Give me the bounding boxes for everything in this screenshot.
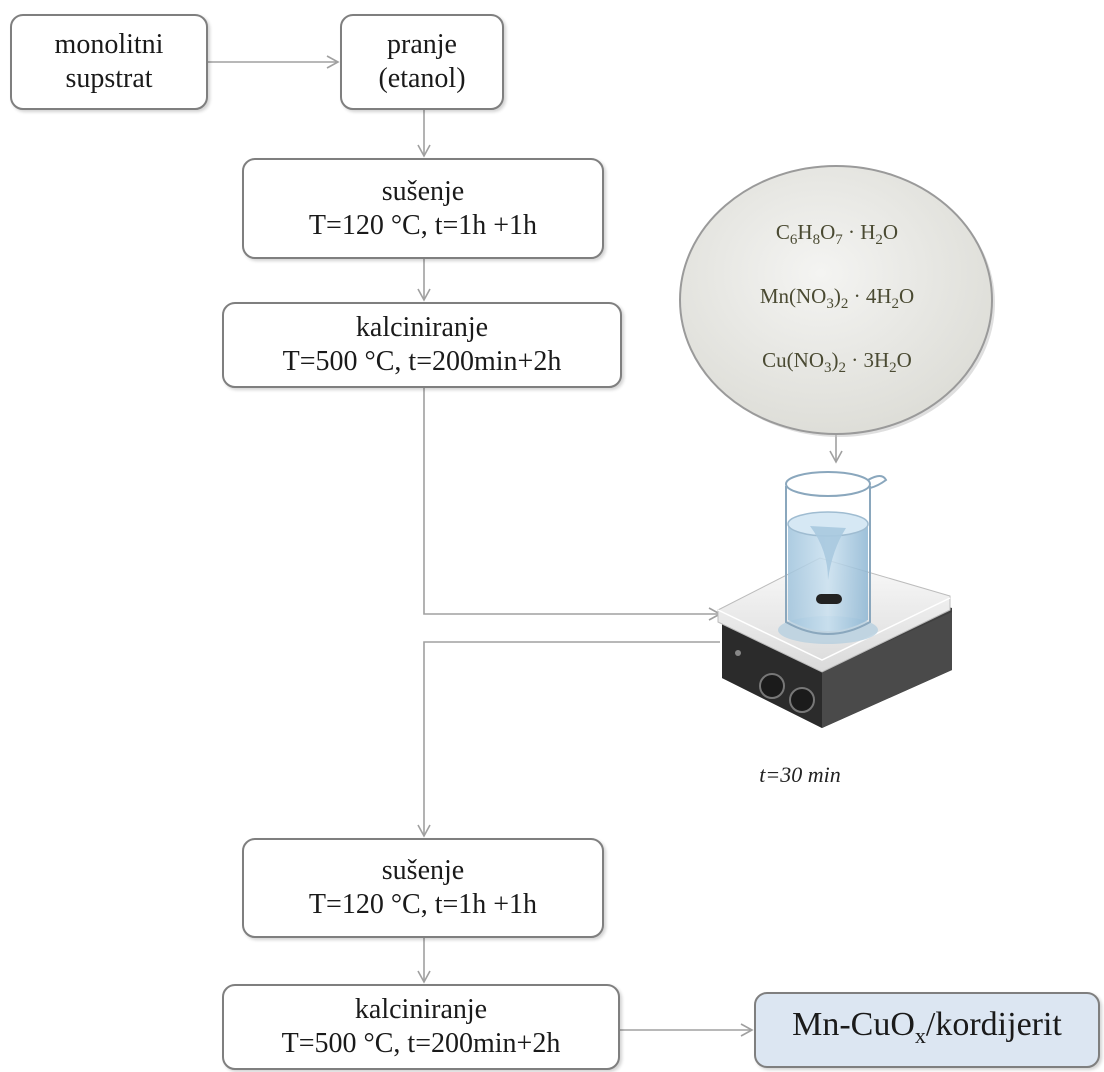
step-drying-1-line1: sušenje [381, 175, 465, 207]
reagent-manganese-nitrate: Mn(NO3)2 · 4H2O [759, 283, 915, 313]
reagent-copper-nitrate: Cu(NO3)2 · 3H2O [762, 348, 912, 377]
product-subscript: x [914, 1022, 926, 1048]
step-calcination-1-line2: T=500 °C, t=200min+2h [282, 346, 562, 377]
arrow-calcination1-to-stirrer [423, 388, 722, 621]
step-washing-line1: pranje [387, 29, 457, 60]
step-washing-line2: (etanol) [378, 63, 466, 94]
step-drying-2-line2: T=120 °C, t=1h +1h [308, 889, 538, 920]
product-base: Mn-CuO [792, 1005, 915, 1043]
step-drying-1-line2: T=120 °C, t=1h +1h [308, 209, 538, 241]
step-calcination-2-line1: kalciniranje [354, 994, 488, 1025]
step-drying-2: sušenje T=120 °C, t=1h +1h [242, 838, 604, 938]
magnetic-stirrer-icon [717, 471, 952, 728]
step-substrate-line2: supstrat [65, 63, 153, 94]
step-calcination-2-line2: T=500 °C, t=200min+2h [281, 1028, 561, 1059]
step-drying-1: sušenje T=120 °C, t=1h +1h [242, 158, 604, 259]
reagent-citric-acid: C6H8O7 · H2O [775, 219, 899, 248]
mixing-time-label: t=30 min [759, 762, 841, 787]
reagents-ellipse [679, 165, 995, 437]
step-substrate: monolitni supstrat [10, 14, 208, 110]
step-washing: pranje (etanol) [340, 14, 504, 110]
step-calcination-1-line1: kalciniranje [355, 312, 489, 343]
step-drying-2-line1: sušenje [381, 855, 465, 886]
step-calcination-1: kalciniranje T=500 °C, t=200min+2h [222, 302, 622, 388]
product-box: Mn-CuOx/kordijerit [754, 992, 1100, 1068]
product-label: Mn-CuOx/kordijerit [792, 1005, 1062, 1053]
arrow-stirrer-to-drying2 [417, 641, 720, 838]
step-substrate-line1: monolitni [54, 29, 164, 60]
product-rest: /kordijerit [925, 1005, 1062, 1043]
reagents-list: C6H8O7 · H2O Mn(NO3)2 · 4H2O Cu(NO3)2 · … [676, 160, 998, 440]
step-calcination-2: kalciniranje T=500 °C, t=200min+2h [222, 984, 620, 1070]
